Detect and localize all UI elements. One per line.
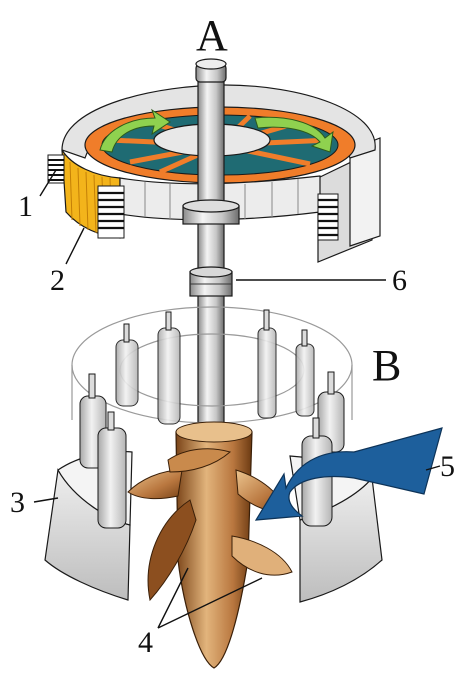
water-inflow-arrow-icon <box>254 427 443 521</box>
label-b: B <box>372 341 401 390</box>
runner-blade <box>147 499 197 602</box>
runner-blade <box>167 448 232 473</box>
guide-vane <box>295 329 315 417</box>
shaft-coupling <box>189 266 233 297</box>
runner-blades <box>127 448 293 602</box>
runner-blade <box>231 535 293 576</box>
turbine <box>44 306 443 669</box>
stator-winding-front <box>97 185 339 241</box>
label-3: 3 <box>10 486 25 519</box>
guide-vane <box>157 311 181 425</box>
label-2: 2 <box>50 264 65 297</box>
label-1: 1 <box>18 190 33 223</box>
guide-vane <box>97 411 127 529</box>
main-shaft <box>182 58 240 533</box>
leader-lines <box>33 169 441 629</box>
rotation-arrow-left-icon <box>99 108 171 153</box>
label-a: A <box>196 11 228 60</box>
rotation-arrow-right-icon <box>254 116 334 153</box>
guide-vane <box>257 309 277 419</box>
label-5: 5 <box>440 450 455 483</box>
stator-panel-dividers <box>144 179 299 219</box>
guide-vane <box>115 323 139 407</box>
runner-blade <box>127 469 183 500</box>
label-4: 4 <box>138 626 153 659</box>
shaft-collar-upper <box>182 199 240 225</box>
label-6: 6 <box>392 264 407 297</box>
